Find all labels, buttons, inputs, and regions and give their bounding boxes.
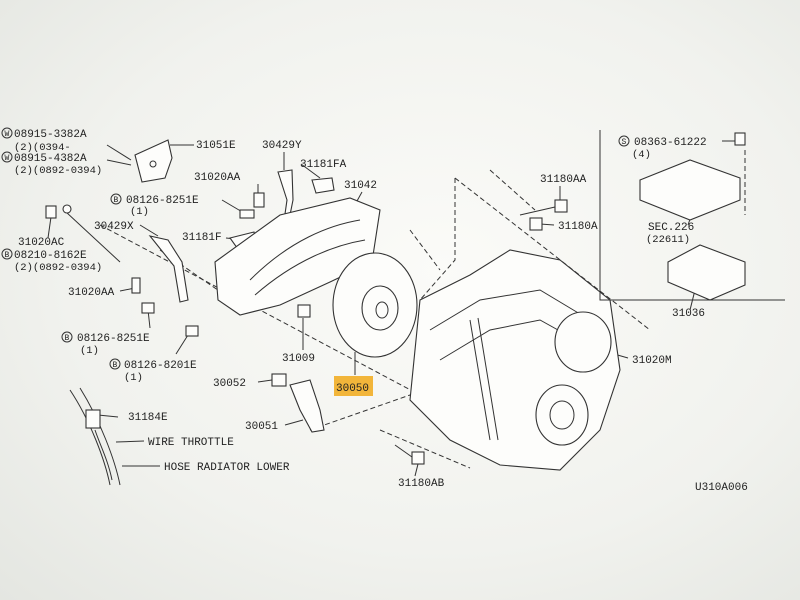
callout-31020aa[interactable]: 31020AA <box>194 172 241 184</box>
torque-converter-30050 <box>332 252 418 358</box>
drawing-id-label: U310A006 <box>695 482 748 494</box>
bolt-31180a <box>529 217 543 231</box>
bolt-08915 <box>45 204 72 219</box>
highlight-30050 <box>334 376 373 396</box>
callout-08126-8201e[interactable]: 08126-8201E <box>124 360 197 372</box>
callout-30429x[interactable]: 30429X <box>94 221 134 233</box>
bolt-31180ab <box>394 444 425 465</box>
callout-sec-226[interactable]: SEC.226 <box>648 222 694 234</box>
bolt-marker-letter: B <box>113 361 118 370</box>
callout-30050[interactable]: 30050 <box>336 383 369 395</box>
callout-08126-8251e-lower[interactable]: 08126-8251E <box>77 333 150 345</box>
bolt-31020aa <box>239 192 265 219</box>
stay-30429x <box>148 235 189 303</box>
washer-marker-letter: W <box>5 154 10 163</box>
callout-31180a[interactable]: 31180A <box>558 221 598 233</box>
sensor-30052 <box>271 373 287 387</box>
callout-31036[interactable]: 31036 <box>672 308 705 320</box>
callout-wire-throttle[interactable]: WIRE THROTTLE <box>148 437 234 449</box>
callout-08210-8162e-qty: (2)(0892-0394) <box>14 262 102 274</box>
callout-30051[interactable]: 30051 <box>245 421 278 433</box>
callout-hose-radiator-lower[interactable]: HOSE RADIATOR LOWER <box>164 462 290 474</box>
callout-31180aa[interactable]: 31180AA <box>540 174 587 186</box>
callout-30052[interactable]: 30052 <box>213 378 246 390</box>
callout-31020m[interactable]: 31020M <box>632 355 672 367</box>
bolt-marker-icon <box>1 248 13 260</box>
bolt-lower <box>131 277 199 337</box>
callout-08210-8162e[interactable]: 08210-8162E <box>14 250 87 262</box>
hose-31184e <box>69 387 121 486</box>
callout-31180ab[interactable]: 31180AB <box>398 478 445 490</box>
callout-08915-4382a-qty: (2)(0892-0394) <box>14 165 102 177</box>
callout-31042[interactable]: 31042 <box>344 180 377 192</box>
bolt-marker-letter: B <box>5 251 10 260</box>
callout-sec-226-ref: (22611) <box>646 234 690 246</box>
callout-08363-61222[interactable]: 08363-61222 <box>634 137 707 149</box>
washer-marker-icon <box>1 151 13 163</box>
callout-31181f[interactable]: 31181F <box>182 232 222 244</box>
control-unit-inset <box>599 130 785 301</box>
transaxle-31020m <box>409 249 621 471</box>
screw-marker-letter: S <box>622 138 627 147</box>
bolt-31009 <box>297 304 311 318</box>
washer-marker-icon <box>1 127 13 139</box>
bolt-marker-icon <box>61 331 73 343</box>
bracket-31051e <box>134 139 173 183</box>
callout-08915-4382a[interactable]: 08915-4382A <box>14 153 87 165</box>
wire-throttle <box>94 429 113 481</box>
callout-08126-8251e-top[interactable]: 08126-8251E <box>126 195 199 207</box>
callout-31184e[interactable]: 31184E <box>128 412 168 424</box>
cover-plate-31042 <box>214 197 381 316</box>
callout-08915-3382a[interactable]: 08915-3382A <box>14 129 87 141</box>
screw-marker-icon <box>618 135 630 147</box>
bolt-marker-letter: B <box>65 334 70 343</box>
callout-group-top-left: W 08915-3382A (2)(0394- W 08915-4382A (2… <box>1 127 102 177</box>
callout-31051e[interactable]: 31051E <box>196 140 236 152</box>
bolt-marker-letter: B <box>114 196 119 205</box>
callout-08126-8251e-lower-qty: (1) <box>80 345 99 357</box>
callout-31020ac[interactable]: 31020AC <box>18 237 65 249</box>
callout-08126-8251e-top-qty: (1) <box>130 206 149 218</box>
callout-31020aa-lower[interactable]: 31020AA <box>68 287 115 299</box>
callout-08915-3382a-qty: (2)(0394- <box>14 142 71 154</box>
callout-31009[interactable]: 31009 <box>282 353 315 365</box>
bolt-marker-icon <box>110 193 122 205</box>
dashed-guides <box>99 169 651 469</box>
bolt-31180aa <box>519 199 568 216</box>
callout-08363-61222-qty: (4) <box>632 149 651 161</box>
bolt-marker-icon <box>109 358 121 370</box>
callout-30429y[interactable]: 30429Y <box>262 140 302 152</box>
callout-31181fa[interactable]: 31181FA <box>300 159 347 171</box>
callout-08126-8201e-qty: (1) <box>124 372 143 384</box>
bracket-31181fa <box>311 177 335 194</box>
sensor-30051 <box>289 379 325 433</box>
washer-marker-letter: W <box>5 130 10 139</box>
